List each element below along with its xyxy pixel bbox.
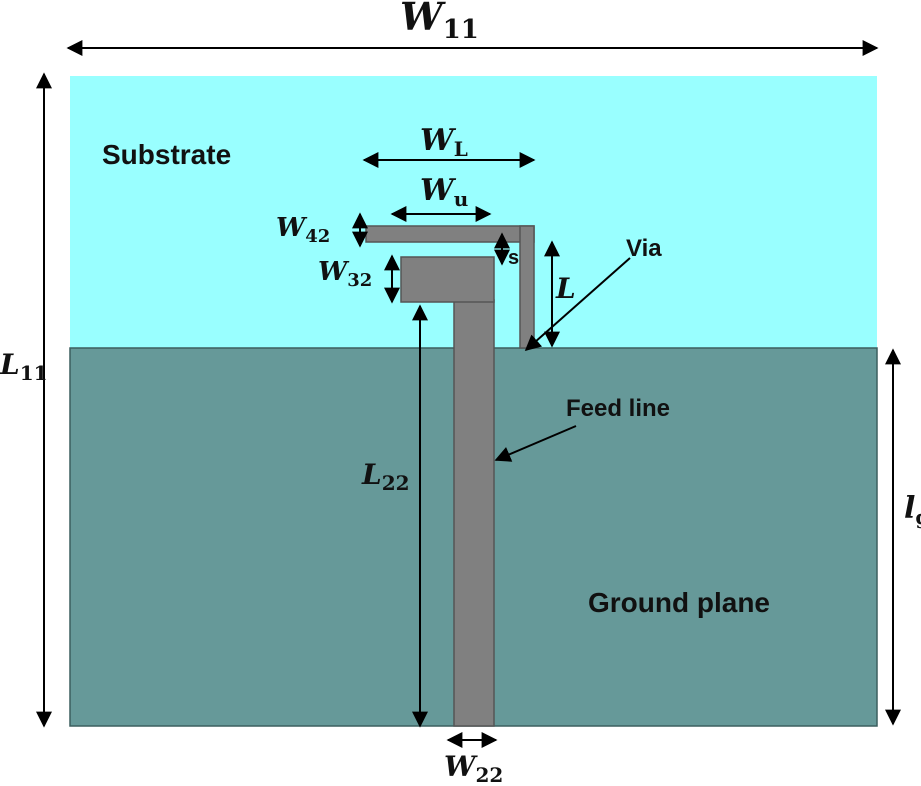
w32-label: W32 — [318, 257, 372, 291]
l-strip — [519, 225, 535, 349]
substrate-label: Substrate — [102, 139, 231, 170]
w11-label: W11 — [400, 0, 479, 45]
wl-label: WL — [420, 123, 468, 161]
l-label: L — [555, 272, 576, 305]
feed-line-strip — [453, 299, 495, 727]
wu-label: Wu — [420, 173, 468, 211]
w42-label: W42 — [276, 213, 330, 247]
s-label: s — [508, 247, 519, 269]
l11-label: L11 — [0, 348, 48, 385]
w22-label: W22 — [444, 750, 503, 786]
feed-line-label: Feed line — [566, 395, 670, 422]
w32-patch — [400, 256, 495, 303]
ground-plane-label: Ground plane — [588, 587, 770, 618]
feed-line-pointer-arrow — [494, 425, 577, 462]
via-label: Via — [626, 235, 662, 262]
l22-label: L22 — [361, 458, 410, 495]
w42-strip — [365, 225, 535, 243]
via-pointer-arrow — [524, 257, 631, 352]
lg-label: lg — [904, 491, 921, 529]
